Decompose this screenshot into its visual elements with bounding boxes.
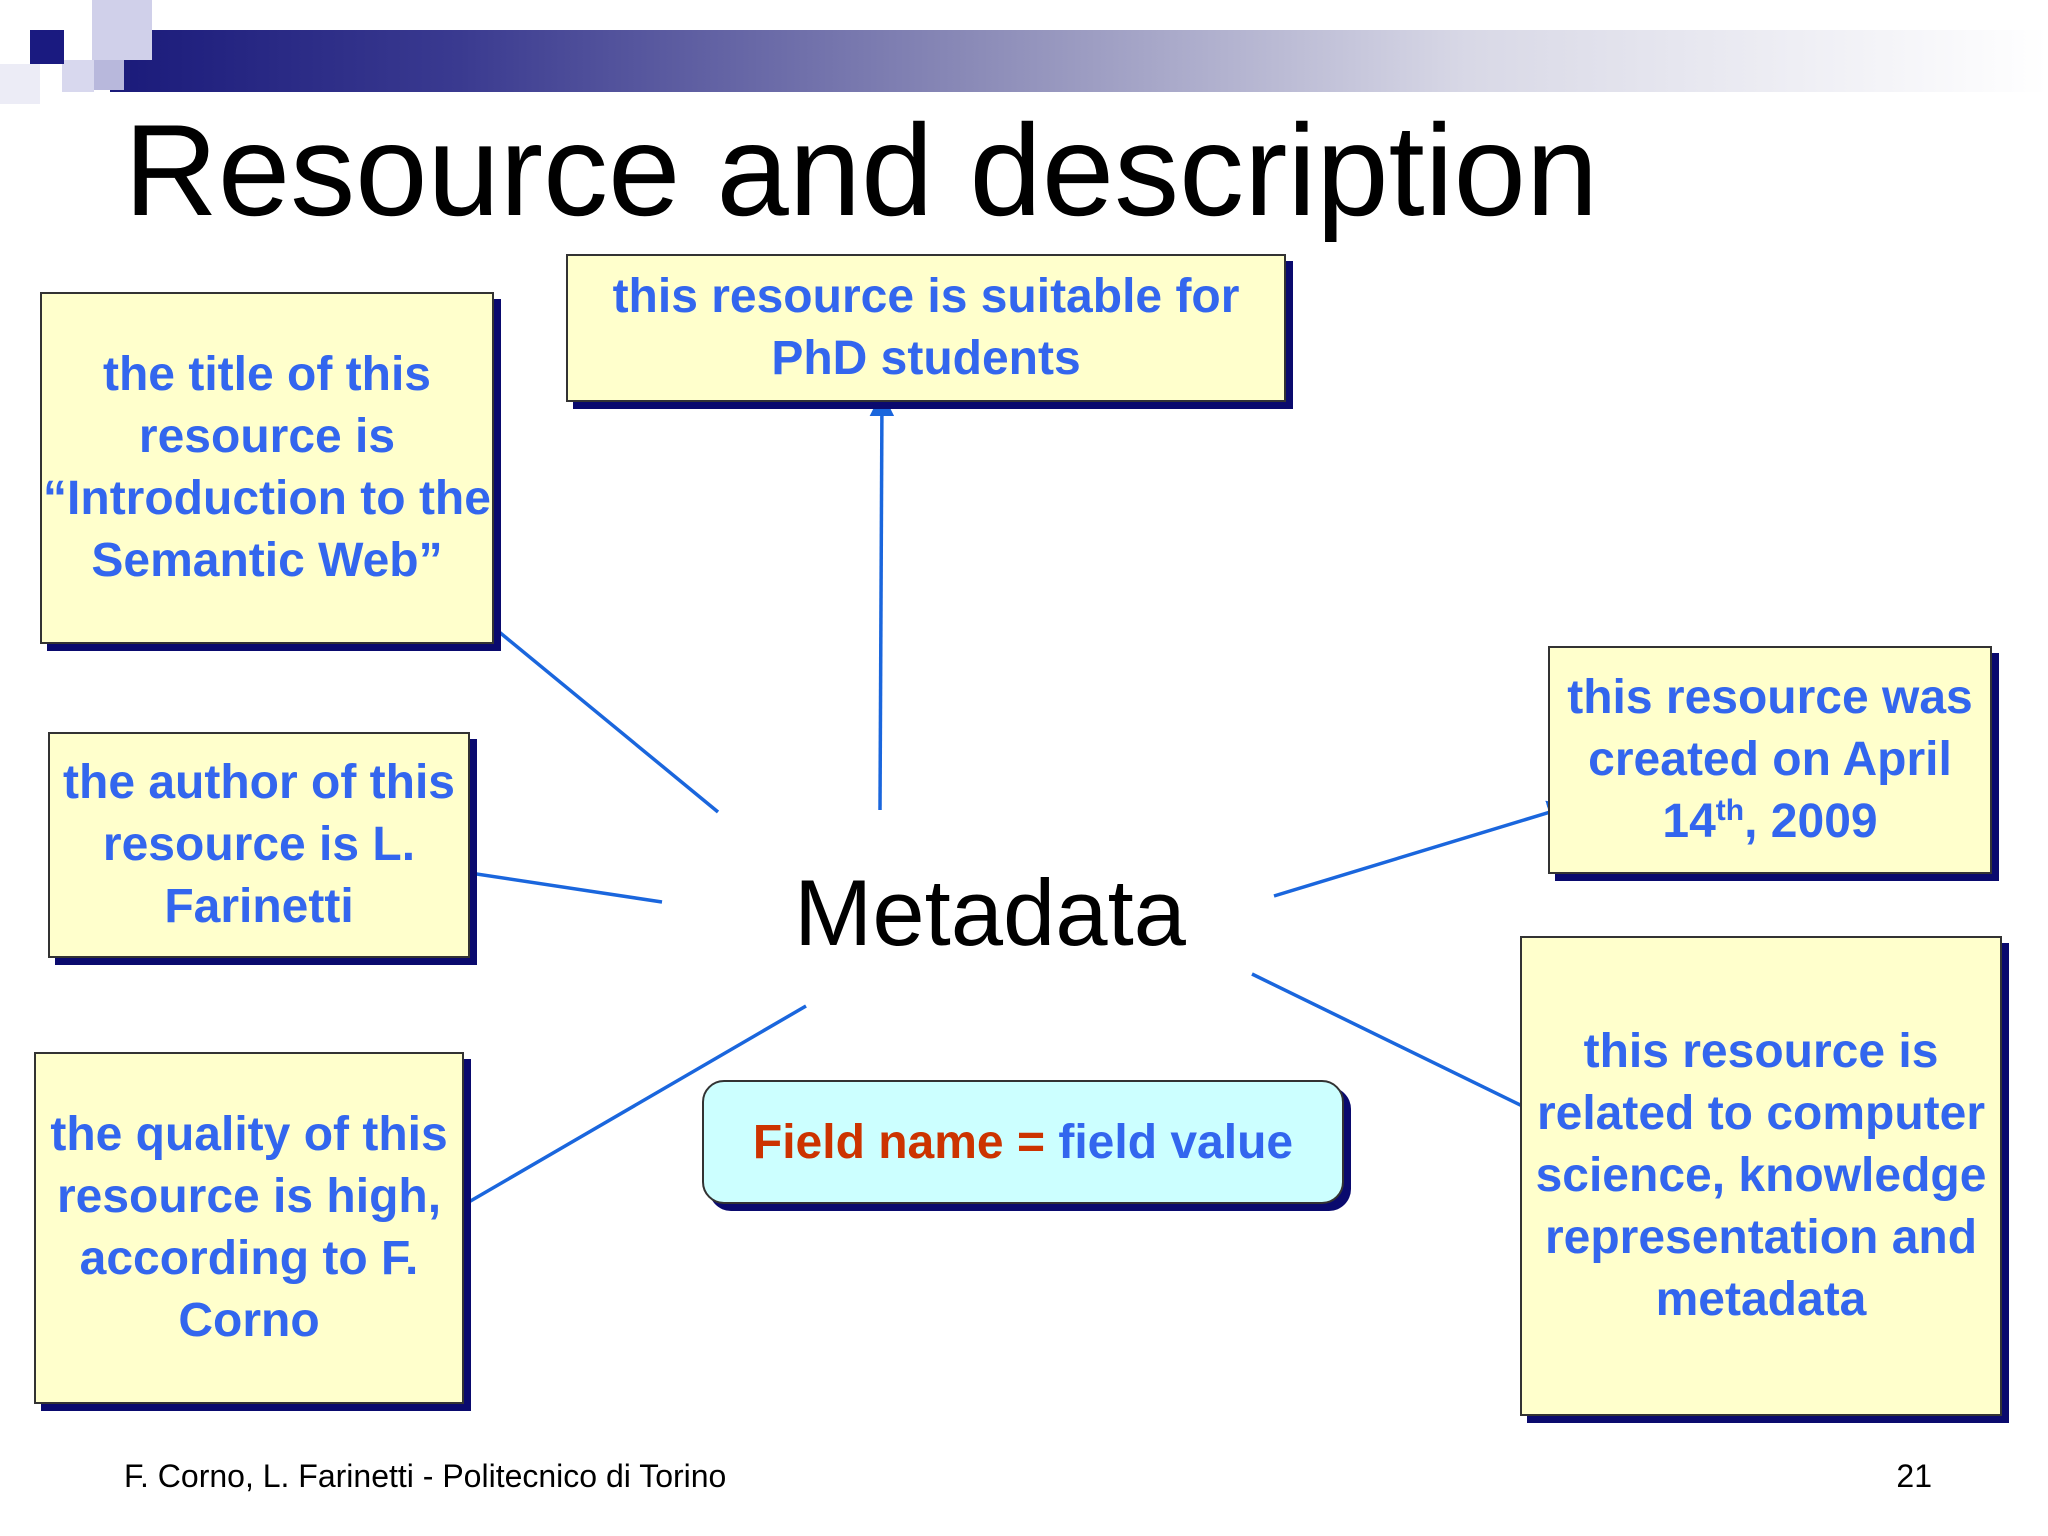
arrow-to-created — [1273, 800, 1573, 898]
arrow-to-phd — [869, 391, 895, 811]
quality-metadata-text: the quality of this resource is high, ac… — [50, 1108, 448, 1347]
author-metadata-text: the author of this resource is L. Farine… — [63, 756, 455, 933]
title-metadata-box: the title of this resource is “Introduct… — [40, 292, 494, 644]
field-legend-box: Field name = field value — [702, 1080, 1344, 1204]
date-ordinal-suffix: th — [1715, 794, 1745, 827]
date-text-year: , 2009 — [1744, 795, 1878, 848]
title-metadata-text: the title of this resource is “Introduct… — [43, 348, 491, 587]
header-decor-square — [30, 30, 64, 64]
subject-metadata-text: this resource is related to computer sci… — [1535, 1025, 1987, 1326]
header-decor-square — [62, 60, 94, 92]
author-metadata-box: the author of this resource is L. Farine… — [48, 732, 470, 958]
header-gradient-bar — [110, 30, 2048, 92]
date-metadata-text: this resource was created on April 14th,… — [1550, 667, 1990, 853]
field-value-label: field value — [1058, 1115, 1294, 1169]
audience-metadata-box: this resource is suitable for PhD studen… — [566, 254, 1286, 402]
quality-metadata-box: the quality of this resource is high, ac… — [34, 1052, 464, 1404]
header-decor-square — [0, 64, 40, 104]
footer-authors: F. Corno, L. Farinetti - Politecnico di … — [124, 1458, 727, 1494]
arrow-to-author — [447, 861, 663, 904]
field-name-label: Field name = — [752, 1115, 1045, 1169]
slide-title: Resource and description — [124, 97, 1599, 243]
audience-metadata-text: this resource is suitable for PhD studen… — [612, 270, 1240, 385]
date-text-main: this resource was created on April 14 — [1567, 671, 1973, 848]
metadata-center-label: Metadata — [794, 860, 1186, 965]
header-decor-square — [92, 0, 152, 60]
subject-metadata-box: this resource is related to computer sci… — [1520, 936, 2002, 1416]
date-metadata-box: this resource was created on April 14th,… — [1548, 646, 1992, 874]
header-decor-square — [94, 60, 124, 90]
arrow-to-quality — [421, 1004, 807, 1230]
page-number: 21 — [1896, 1458, 1932, 1494]
